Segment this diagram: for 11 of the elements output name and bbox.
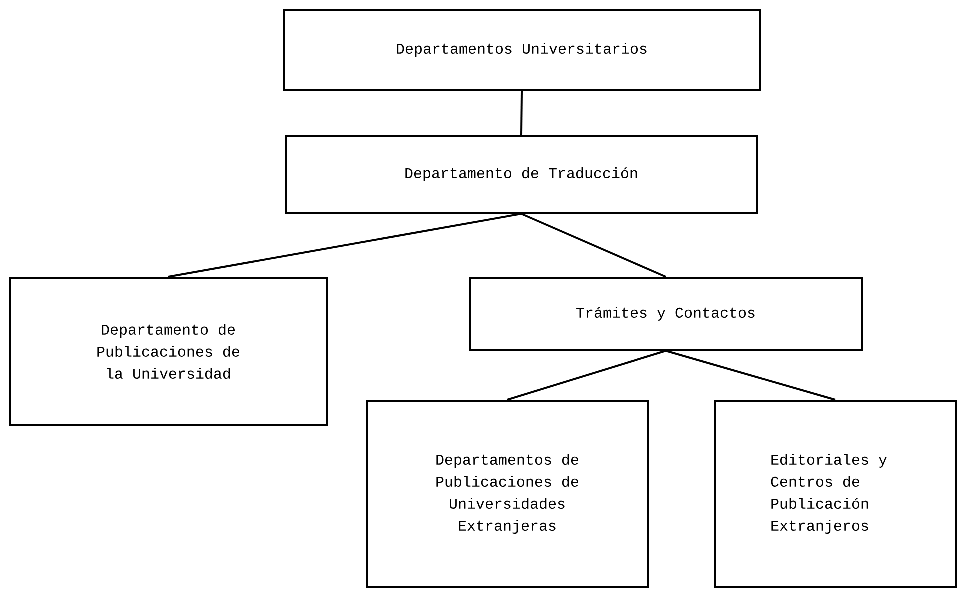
- org-box: Editoriales y Centros de Publicación Extranjeros: [714, 400, 957, 588]
- org-box: Departamentos Universitarios: [283, 9, 761, 91]
- connector-line: [507, 350, 666, 401]
- org-box: Departamento de Traducción: [285, 135, 758, 214]
- connector-line: [168, 213, 522, 278]
- connector-line: [521, 213, 666, 278]
- org-box: Departamento de Publicaciones de la Universidad: [9, 277, 328, 426]
- connector-line: [666, 350, 836, 401]
- org-box: Trámites y Contactos: [469, 277, 863, 351]
- connector-line: [520, 90, 523, 135]
- org-box: Departamentos de Publicaciones de Universidades Extranjeras: [366, 400, 649, 588]
